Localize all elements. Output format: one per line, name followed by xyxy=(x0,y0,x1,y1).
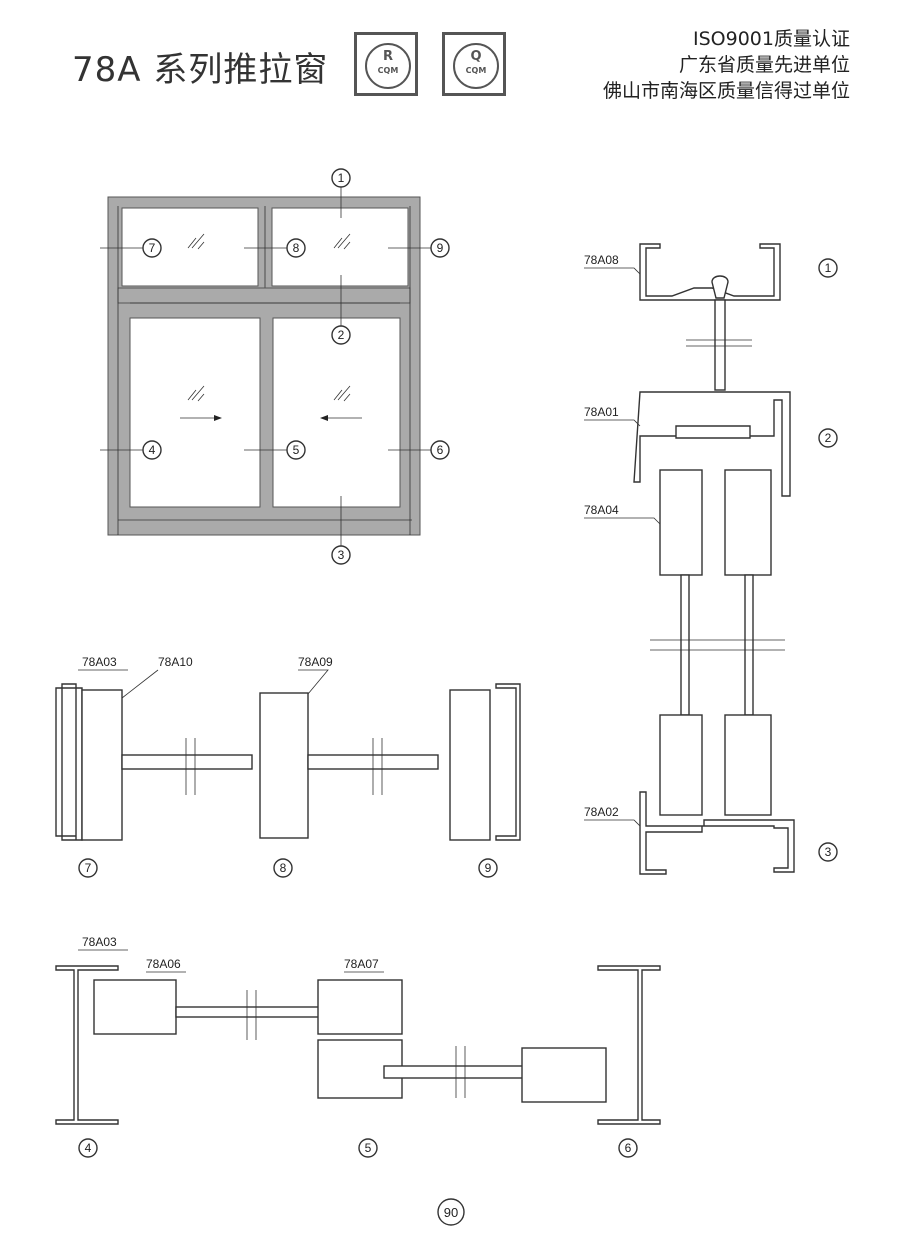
profile-label: 78A01 xyxy=(584,405,619,419)
upper-horizontal-section: 78A03 78A10 78A09 7 8 9 xyxy=(55,655,521,878)
profile-label: 78A02 xyxy=(584,805,619,819)
cert-line: ISO9001质量认证 xyxy=(693,28,850,50)
svg-text:9: 9 xyxy=(437,241,444,255)
callout-3: 3 xyxy=(331,545,351,565)
callout-1: 1 xyxy=(818,258,838,278)
svg-text:90: 90 xyxy=(444,1205,458,1220)
callout-6: 6 xyxy=(618,1138,638,1158)
profile-label: 78A09 xyxy=(298,655,333,669)
callout-7: 7 xyxy=(142,238,162,258)
cert-line: 佛山市南海区质量信得过单位 xyxy=(602,80,850,102)
callout-1: 1 xyxy=(331,168,351,188)
profile-label: 78A04 xyxy=(584,503,619,517)
svg-text:8: 8 xyxy=(293,241,300,255)
callout-8: 8 xyxy=(273,858,293,878)
svg-text:6: 6 xyxy=(437,443,444,457)
callout-2: 2 xyxy=(331,325,351,345)
svg-text:4: 4 xyxy=(149,443,156,457)
callout-6: 6 xyxy=(430,440,450,460)
svg-text:5: 5 xyxy=(365,1141,372,1155)
cert-line: 广东省质量先进单位 xyxy=(678,54,850,76)
slide-arrow-icon xyxy=(320,415,362,421)
page-title: 78A 系列推拉窗 xyxy=(72,50,329,90)
svg-text:1: 1 xyxy=(825,261,832,275)
callout-9: 9 xyxy=(478,858,498,878)
slide-arrow-icon xyxy=(180,415,222,421)
svg-text:6: 6 xyxy=(625,1141,632,1155)
svg-text:4: 4 xyxy=(85,1141,92,1155)
callout-4: 4 xyxy=(142,440,162,460)
page-number: 90 xyxy=(437,1198,465,1226)
lower-horizontal-section: 78A03 78A06 78A07 4 5 6 xyxy=(55,935,661,1158)
callout-5: 5 xyxy=(358,1138,378,1158)
certifications: ISO9001质量认证 广东省质量先进单位 佛山市南海区质量信得过单位 xyxy=(603,26,850,104)
svg-text:7: 7 xyxy=(149,241,156,255)
callout-5: 5 xyxy=(286,440,306,460)
svg-text:3: 3 xyxy=(825,845,832,859)
svg-text:7: 7 xyxy=(85,861,92,875)
callout-3: 3 xyxy=(818,842,838,862)
profile-label: 78A08 xyxy=(584,253,619,267)
profile-label: 78A03 xyxy=(82,655,117,669)
callout-8: 8 xyxy=(286,238,306,258)
callout-7: 7 xyxy=(78,858,98,878)
profile-label: 78A03 xyxy=(82,935,117,949)
profile-label: 78A07 xyxy=(344,957,379,971)
vertical-section: 78A08 78A01 78A04 78A02 1 2 3 xyxy=(584,243,838,875)
callout-2: 2 xyxy=(818,428,838,448)
svg-text:5: 5 xyxy=(293,443,300,457)
svg-text:8: 8 xyxy=(280,861,287,875)
profile-label: 78A06 xyxy=(146,957,181,971)
svg-text:3: 3 xyxy=(338,548,345,562)
profile-label: 78A10 xyxy=(158,655,193,669)
glass-hatch-icon xyxy=(187,233,351,402)
svg-text:9: 9 xyxy=(485,861,492,875)
svg-text:2: 2 xyxy=(338,328,345,342)
svg-text:1: 1 xyxy=(338,171,345,185)
callout-9: 9 xyxy=(430,238,450,258)
window-elevation: 1 2 3 4 5 6 7 8 9 xyxy=(100,168,450,565)
svg-text:2: 2 xyxy=(825,431,832,445)
callout-4: 4 xyxy=(78,1138,98,1158)
